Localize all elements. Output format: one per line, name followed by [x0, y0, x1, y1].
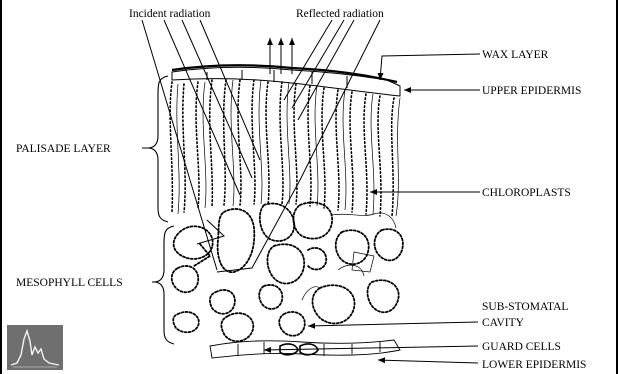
wax-layer-label: WAX LAYER: [482, 49, 549, 61]
spectral-curve-logo-icon: [7, 325, 63, 370]
incident-radiation-label: Incident radiation: [129, 8, 211, 20]
lower-epidermis-label: LOWER EPIDERMIS: [482, 359, 586, 371]
mesophyll-cells-label: MESOPHYLL CELLS: [16, 277, 123, 289]
sub-stomatal-label: SUB-STOMATAL: [482, 301, 568, 313]
mesophyll-cell-walls: [302, 213, 396, 300]
palisade-layer-label: PALISADE LAYER: [16, 143, 111, 155]
chloroplasts-label: CHLOROPLASTS: [482, 187, 571, 199]
palisade-cells: [170, 80, 394, 216]
cavity-label: CAVITY: [482, 317, 525, 329]
guard-cells-label: GUARD CELLS: [482, 341, 561, 353]
upper-epidermis: [172, 65, 400, 96]
leader-lines: [142, 54, 480, 363]
reflected-radiation-label: Reflected radiation: [296, 8, 384, 20]
upper-epidermis-label: UPPER EPIDERMIS: [482, 85, 581, 97]
mesophyll-brace: [154, 226, 174, 344]
